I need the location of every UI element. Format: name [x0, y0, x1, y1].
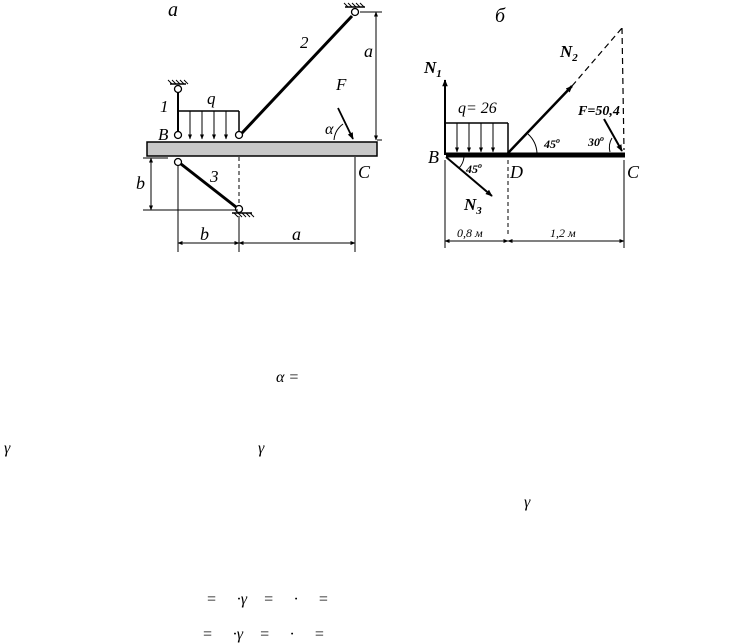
beam [146, 141, 378, 157]
label-n3: N3 [463, 195, 482, 217]
label-point-c-b: C [627, 162, 640, 182]
dashed-n2-extension [571, 27, 623, 87]
label-load-q-b: q= 26 [458, 100, 497, 117]
label-rod-1: 1 [160, 97, 169, 116]
dashed-vertical-c [621, 27, 625, 151]
caption-a: а [168, 0, 178, 21]
label-angle-f: 30o [587, 134, 604, 149]
text-formula-1: = ·γ = · = [206, 591, 329, 608]
force-f-arrow [337, 107, 354, 140]
label-dim-a-right: a [364, 41, 373, 61]
label-point-b: B [158, 125, 169, 144]
caption-b: б [495, 5, 506, 27]
label-dim-b-bottom: b [200, 224, 209, 244]
angle-arc-n2 [527, 133, 538, 154]
distributed-load-q [178, 110, 240, 140]
label-dim-a-bottom: a [292, 224, 301, 244]
label-point-d: D [509, 162, 523, 182]
distributed-load-q-b [445, 122, 509, 153]
text-alpha-eq: α = [276, 369, 300, 386]
label-dim-left-b: 0,8 м [457, 226, 483, 240]
force-n2-arrow [507, 85, 573, 154]
statics-diagram: а 1 B q [136, 0, 640, 252]
label-force-f: F [335, 75, 347, 94]
label-point-c: C [358, 162, 371, 182]
diagram-a: а 1 B q [136, 0, 382, 252]
rod-2 [234, 2, 365, 140]
force-f-arrow-b [603, 118, 623, 152]
label-rod-3: 3 [209, 167, 219, 186]
label-angle-n2: 45o [543, 136, 560, 151]
label-dim-right-b: 1,2 м [550, 226, 576, 240]
angle-alpha-arc [333, 123, 344, 141]
label-n2: N2 [559, 42, 578, 64]
angle-arc-f [608, 137, 613, 153]
label-dim-b-left: b [136, 173, 145, 193]
diagram-b: б N1 q= 26 N2 F=50,4 45o 30o [423, 5, 640, 248]
label-load-q: q [207, 89, 216, 108]
rod-1 [167, 79, 189, 140]
label-angle-alpha: α [325, 121, 334, 138]
label-n1: N1 [423, 58, 442, 80]
label-force-f-b: F=50,4 [577, 104, 620, 119]
text-gamma-3: γ [524, 494, 531, 511]
force-n3-arrow [445, 156, 493, 197]
text-gamma-1: γ [4, 440, 11, 457]
dimension-b-bottom [444, 160, 625, 248]
dimension-b-left [143, 157, 238, 211]
dimension-bottom [177, 157, 356, 252]
label-point-b-b: B [428, 147, 439, 167]
label-rod-2: 2 [300, 33, 309, 52]
text-gamma-2: γ [258, 440, 265, 457]
label-angle-n3: 45o [465, 161, 482, 176]
dimension-a-right [360, 11, 382, 141]
text-formula-2: = ·γ = · = [202, 626, 325, 643]
angle-arc-n3 [458, 156, 465, 169]
rod-3 [173, 157, 255, 218]
